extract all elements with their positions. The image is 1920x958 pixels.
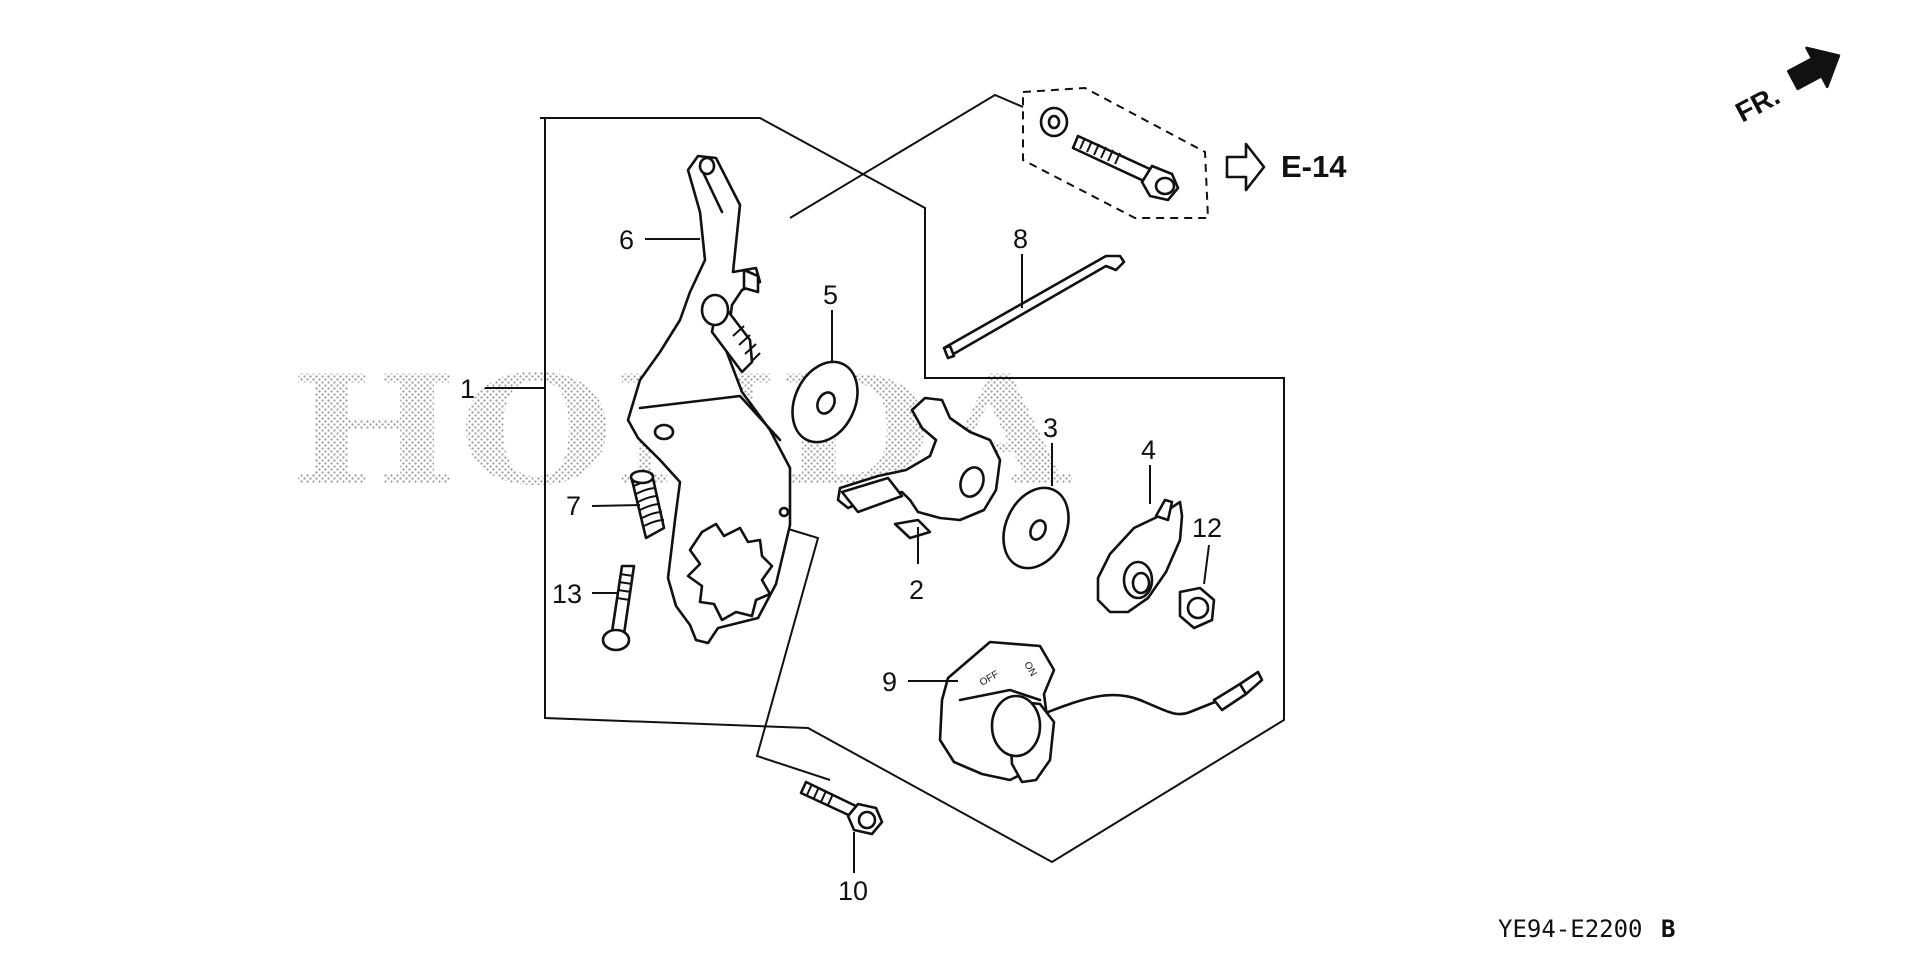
part-13-screw <box>601 564 636 652</box>
assembly-outline <box>540 117 1285 864</box>
part-6-bracket <box>626 154 792 645</box>
callout-8: 8 <box>1013 224 1028 254</box>
callout-13: 13 <box>552 579 582 609</box>
part-2-lever <box>836 396 1002 540</box>
part-4-cam-plate <box>1096 498 1184 614</box>
part-3-washer <box>1002 486 1070 570</box>
reference-label: E-14 <box>1281 149 1347 184</box>
part-10-bolt <box>799 780 884 836</box>
callout-12: 12 <box>1192 513 1222 543</box>
callout-numbers: 1 2 3 4 5 6 7 8 9 10 12 13 <box>460 224 1222 906</box>
callout-7: 7 <box>566 491 581 521</box>
front-indicator: FR. <box>1730 80 1784 129</box>
callout-9: 9 <box>882 667 897 697</box>
callout-6: 6 <box>619 225 634 255</box>
bolt-ref <box>1071 134 1154 184</box>
callout-10: 10 <box>838 876 868 906</box>
front-arrow-icon: FR. <box>1730 46 1841 129</box>
part-7-spring <box>629 469 666 540</box>
reference-arrow-icon <box>1225 142 1266 192</box>
part-9-switch: OFF ON <box>938 640 1264 784</box>
callout-3: 3 <box>1043 413 1058 443</box>
part-8-rod <box>942 254 1126 360</box>
part-12-nut <box>1178 586 1216 630</box>
reference-leader <box>789 93 1024 219</box>
reference-parts-group <box>1022 86 1210 219</box>
diagram-code-suffix: B <box>1661 915 1675 943</box>
callout-1: 1 <box>460 374 475 404</box>
diagram-code: YE94-E2200 B <box>1498 915 1675 943</box>
callout-4: 4 <box>1141 435 1156 465</box>
callout-leaders <box>485 238 1210 873</box>
bolt-10-leader <box>755 527 831 781</box>
callout-2: 2 <box>909 575 924 605</box>
callout-5: 5 <box>823 280 838 310</box>
part-5-washer <box>791 360 859 444</box>
diagram-code-main: YE94-E2200 <box>1498 915 1643 943</box>
